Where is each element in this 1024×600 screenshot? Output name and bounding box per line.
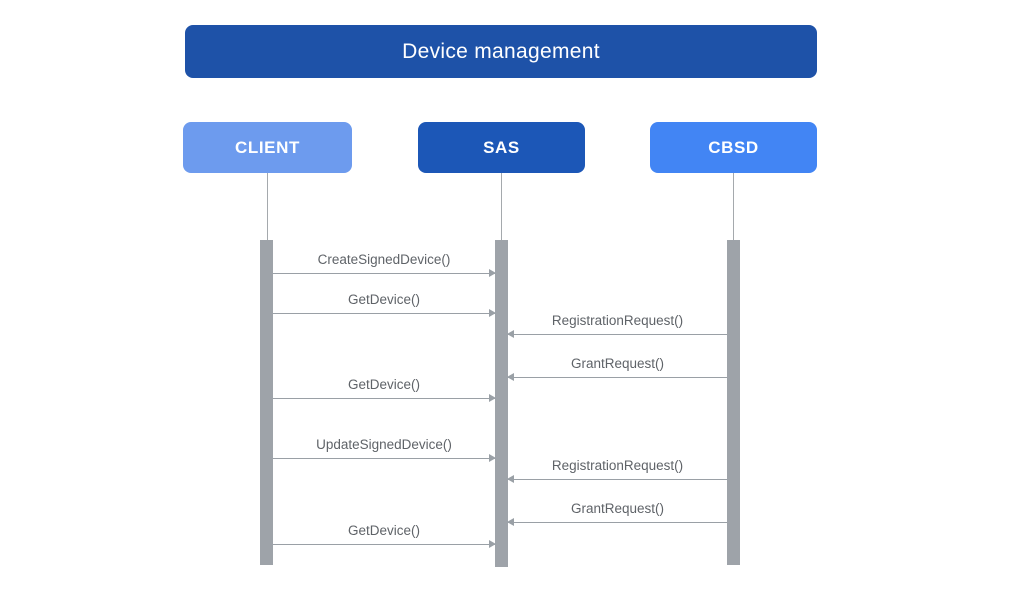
activation-bar-sas [495, 240, 508, 567]
message-get-device-1: GetDevice() [273, 288, 496, 317]
message-label: GetDevice() [347, 292, 420, 307]
activation-bar-cbsd [727, 240, 740, 565]
arrowhead-right-icon [489, 309, 496, 317]
message-get-device-3: GetDevice() [273, 519, 496, 548]
message-line [508, 479, 727, 480]
arrowhead-left-icon [507, 330, 514, 338]
lifeline-client [267, 173, 268, 240]
arrowhead-right-icon [489, 540, 496, 548]
message-line [273, 313, 495, 314]
message-label: GetDevice() [347, 377, 420, 392]
message-label: CreateSignedDevice() [317, 252, 451, 267]
message-line [273, 458, 495, 459]
message-label: UpdateSignedDevice() [316, 437, 452, 452]
actor-client-label: CLIENT [235, 137, 300, 157]
message-line [273, 398, 495, 399]
message-line [273, 544, 495, 545]
actor-cbsd: CBSD [650, 122, 817, 173]
arrowhead-right-icon [489, 454, 496, 462]
arrowhead-right-icon [489, 269, 496, 277]
diagram-title-banner: Device management [185, 25, 817, 78]
arrowhead-left-icon [507, 373, 514, 381]
lifeline-cbsd [733, 173, 734, 240]
diagram-title: Device management [402, 39, 600, 63]
message-line [508, 377, 727, 378]
message-registration-request-2: RegistrationRequest() [507, 454, 727, 483]
lifeline-sas [501, 173, 502, 240]
message-line [508, 522, 727, 523]
message-label: RegistrationRequest() [551, 458, 684, 473]
message-line [508, 334, 727, 335]
arrowhead-right-icon [489, 394, 496, 402]
message-label: RegistrationRequest() [551, 313, 684, 328]
message-label: GrantRequest() [570, 356, 665, 371]
message-grant-request-2: GrantRequest() [507, 497, 727, 526]
arrowhead-left-icon [507, 518, 514, 526]
message-label: GetDevice() [347, 523, 420, 538]
activation-bar-client [260, 240, 273, 565]
message-update-signed-device: UpdateSignedDevice() [273, 433, 496, 462]
arrowhead-left-icon [507, 475, 514, 483]
actor-sas: SAS [418, 122, 585, 173]
message-label: GrantRequest() [570, 501, 665, 516]
actor-cbsd-label: CBSD [708, 137, 759, 157]
message-create-signed-device: CreateSignedDevice() [273, 248, 496, 277]
message-get-device-2: GetDevice() [273, 373, 496, 402]
actor-sas-label: SAS [483, 137, 520, 157]
actor-client: CLIENT [183, 122, 352, 173]
message-grant-request-1: GrantRequest() [507, 352, 727, 381]
message-registration-request-1: RegistrationRequest() [507, 309, 727, 338]
message-line [273, 273, 495, 274]
